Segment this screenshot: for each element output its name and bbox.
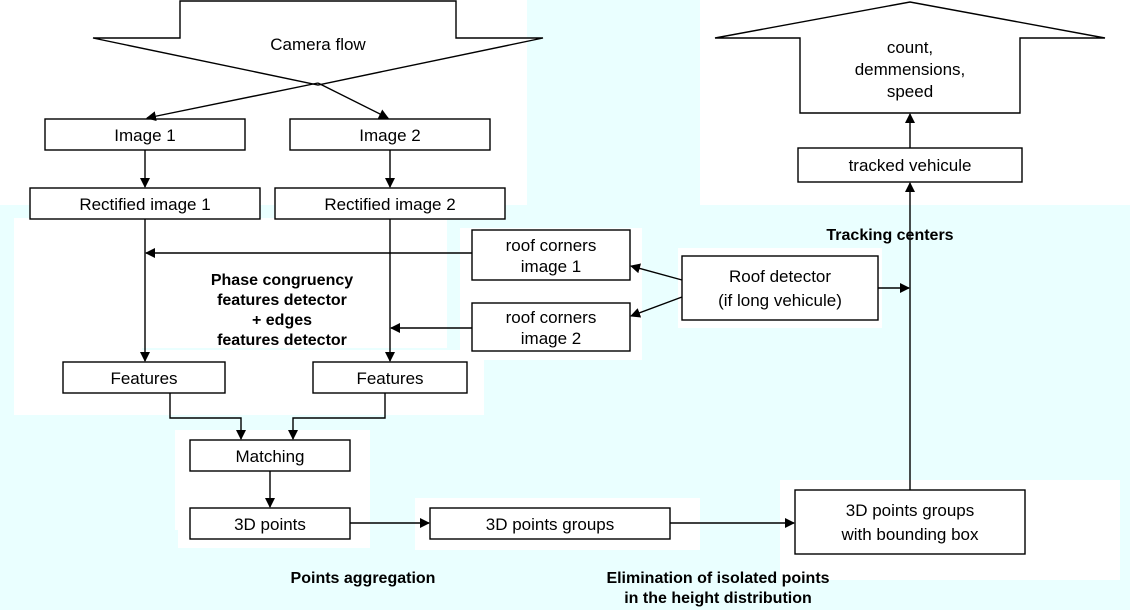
output-label-line2: demmensions, (855, 60, 966, 79)
bg-region-top (527, 0, 700, 205)
3d-points-groups-node: 3D points groups (429, 507, 671, 540)
roof1-label-line1: roof corners (506, 236, 597, 255)
image2-node: Image 2 (289, 118, 491, 151)
bounding-box-node: 3D points groups with bounding box (794, 489, 1026, 555)
output-label-line1: count, (887, 38, 933, 57)
tracked-vehicule-label: tracked vehicule (849, 156, 972, 175)
edge-camera-image1 (146, 82, 319, 122)
matching-node: Matching (189, 439, 351, 472)
roof1-label-line2: image 1 (521, 257, 581, 276)
tracked-vehicule-node: tracked vehicule (797, 147, 1023, 183)
features2-node: Features (312, 361, 468, 394)
edge-camera-image2 (317, 82, 389, 119)
phase-annotation-line4: features detector (217, 332, 347, 349)
phase-annotation-line1: Phase congruency (211, 272, 353, 289)
rectified-image1-node: Rectified image 1 (29, 187, 261, 220)
output-node: count, demmensions, speed (714, 1, 1106, 114)
3d-points-label: 3D points (234, 515, 306, 534)
3d-points-groups-label: 3D points groups (486, 515, 615, 534)
edge-detector-roof1 (630, 263, 683, 281)
matching-label: Matching (236, 447, 305, 466)
annotations: Phase congruency features detector + edg… (211, 227, 954, 607)
features1-node: Features (62, 361, 226, 394)
detector-label-line2: (if long vehicule) (718, 291, 842, 310)
3d-points-node: 3D points (189, 507, 351, 540)
rectified-image1-label: Rectified image 1 (79, 195, 210, 214)
camera-flow-node: Camera flow (92, 0, 544, 86)
roof2-label-line1: roof corners (506, 308, 597, 327)
detector-label-line1: Roof detector (729, 267, 831, 286)
roof-detector-node: Roof detector (if long vehicule) (681, 255, 879, 321)
phase-annotation-line2: features detector (217, 292, 347, 309)
bg-region-left (0, 240, 10, 610)
roof-corners-image2-node: roof corners image 2 (471, 302, 631, 352)
elimination-annotation-line1: Elimination of isolated points (606, 570, 829, 587)
image1-label: Image 1 (114, 126, 175, 145)
roof2-label-line2: image 2 (521, 329, 581, 348)
image1-node: Image 1 (44, 118, 246, 151)
output-label-line3: speed (887, 82, 933, 101)
rectified-image2-node: Rectified image 2 (274, 187, 506, 220)
camera-flow-label: Camera flow (270, 35, 366, 54)
rectified-image2-label: Rectified image 2 (324, 195, 455, 214)
tracking-centers-annotation: Tracking centers (826, 227, 953, 244)
features2-label: Features (356, 369, 423, 388)
edge-features2-matching (288, 393, 386, 440)
bbox-label-line1: 3D points groups (846, 501, 975, 520)
phase-annotation-line3: + edges (252, 312, 312, 329)
edge-detector-roof2 (630, 296, 683, 318)
roof-corners-image1-node: roof corners image 1 (471, 229, 631, 281)
features1-label: Features (110, 369, 177, 388)
edge-features1-matching (169, 393, 246, 440)
edges (140, 82, 915, 528)
elimination-annotation-line2: in the height distribution (624, 590, 812, 607)
bbox-label-line2: with bounding box (840, 525, 979, 544)
image2-label: Image 2 (359, 126, 420, 145)
points-aggregation-annotation: Points aggregation (291, 570, 436, 587)
